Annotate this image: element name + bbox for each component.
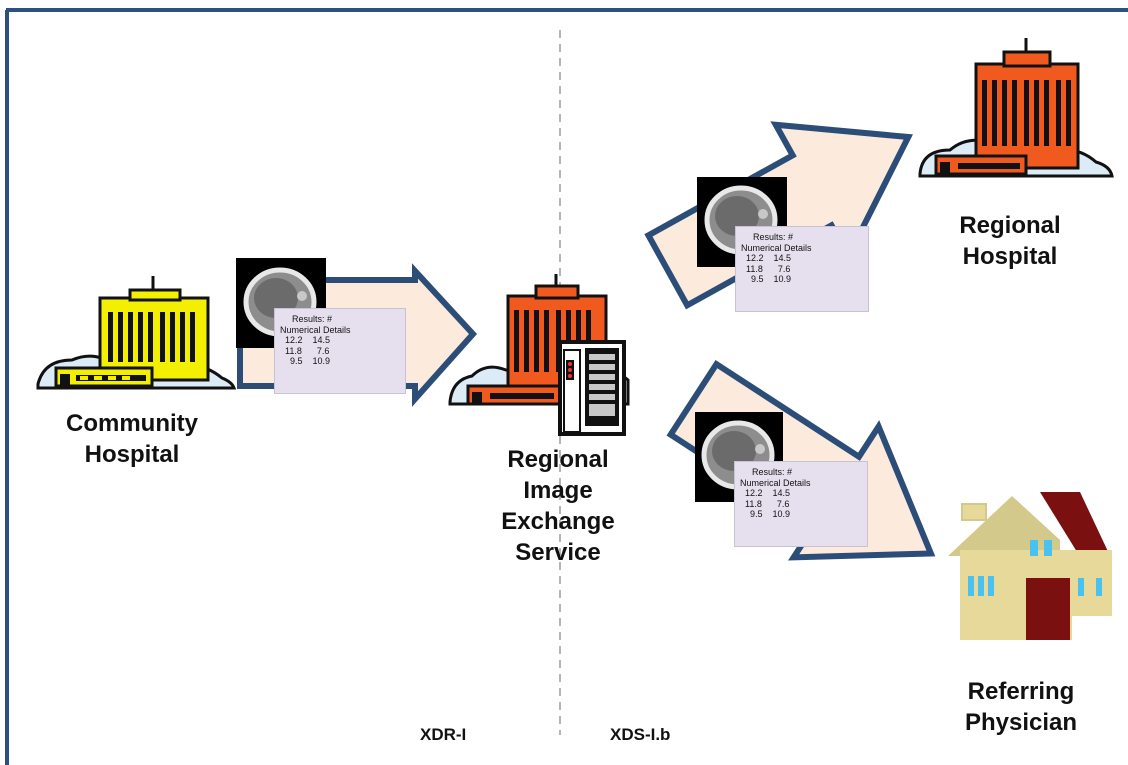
report-row: 9.5 10.9 [751,274,792,284]
regional-hospital-label: Regional Hospital [959,212,1061,270]
report-row: 12.2 14.5 [285,335,331,345]
report-row: 11.8 7.6 [745,498,790,509]
report-subtitle: Numerical Details [741,242,812,253]
server-rack-icon [558,340,626,436]
xdr-i-label: XDR-I [420,725,467,744]
regional-image-exchange-service-label: Regional Image Exchange Service [501,446,615,566]
report-card: Results: # Numerical Details 12.2 14.5 1… [274,308,406,394]
corner-mark: ` [0,0,4,10]
referring-physician-label: Referring Physician [964,678,1078,736]
building-orange-icon [918,38,1114,178]
report-row: 9.5 10.9 [290,356,331,366]
report-title: Results: # [752,467,793,477]
report-subtitle: Numerical Details [740,477,811,488]
report-row: 12.2 14.5 [746,253,792,263]
report-row: 11.8 7.6 [746,263,791,274]
community-hospital-label: Community Hospital [66,410,198,468]
xds-i-b-label: XDS-I.b [610,725,671,744]
house-icon [948,492,1112,640]
report-subtitle: Numerical Details [280,324,351,335]
report-card: Results: # Numerical Details 12.2 14.5 1… [735,226,869,312]
report-card: Results: # Numerical Details 12.2 14.5 1… [734,461,868,547]
building-yellow-icon [36,276,237,390]
report-row: 12.2 14.5 [745,488,791,498]
report-row: 11.8 7.6 [285,345,330,356]
report-title: Results: # [753,232,794,242]
report-title: Results: # [292,314,333,324]
report-row: 9.5 10.9 [750,509,791,519]
